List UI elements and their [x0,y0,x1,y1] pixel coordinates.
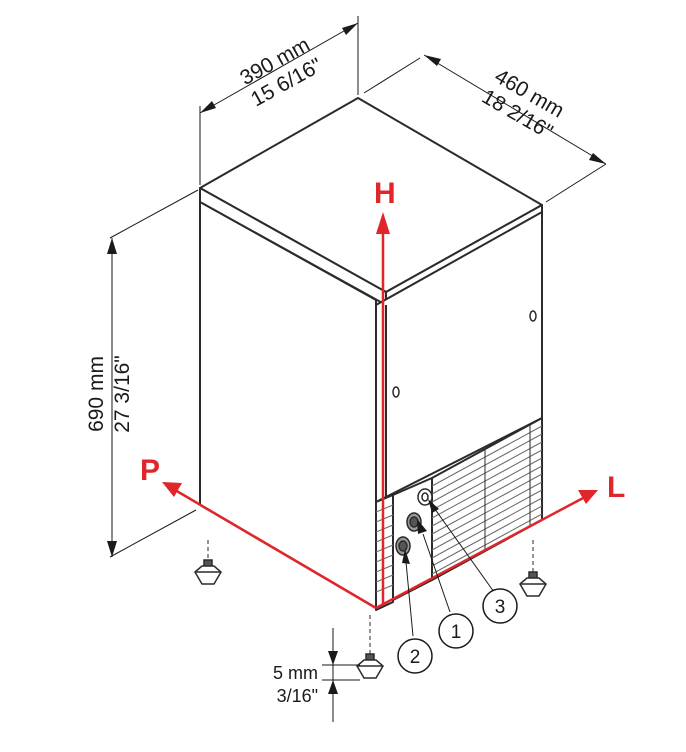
callout-3: 3 [482,588,518,624]
callout-2-label: 2 [410,647,421,668]
height-dimension-label: 690 mm 27 3/16" [85,355,134,433]
left-grille [375,504,394,593]
axis-p-arrow [162,482,182,497]
callout-2: 2 [397,638,433,674]
callout-1: 1 [438,613,474,649]
left-bottom-panel [375,494,394,611]
foot-front [356,615,384,679]
axis-label-l: L [607,471,625,504]
dimension-lines [107,16,607,722]
callout-3-label: 3 [495,597,506,618]
width-dimension-label: 390 mm 15 6/16" [236,33,326,111]
foot-left [194,540,222,585]
axis-h-arrow [376,212,390,234]
axis-label-h: H [374,177,396,210]
height-imperial: 27 3/16" [111,355,134,433]
callout-leaders [402,499,495,637]
depth-dimension-label: 460 mm 18 2/16" [478,65,568,144]
depth-dimension-line [423,54,607,165]
screw-hole-lower [392,386,400,398]
axes [162,212,598,610]
axis-p-line [174,488,377,610]
axis-l-line [375,495,586,610]
height-metric: 690 mm [85,356,108,432]
feet-metric: 5 mm [273,663,318,683]
leveling-feet [194,540,547,679]
front-grille [431,424,543,575]
width-dimension-line [199,22,359,114]
axis-label-p: P [140,454,160,487]
axis-l-arrow [578,490,598,504]
foot-right [519,540,547,597]
machine-body [199,97,543,611]
connectors [395,488,433,556]
callout-1-label: 1 [451,622,462,643]
feet-imperial: 3/16" [277,686,318,706]
screw-hole-upper [529,310,537,322]
